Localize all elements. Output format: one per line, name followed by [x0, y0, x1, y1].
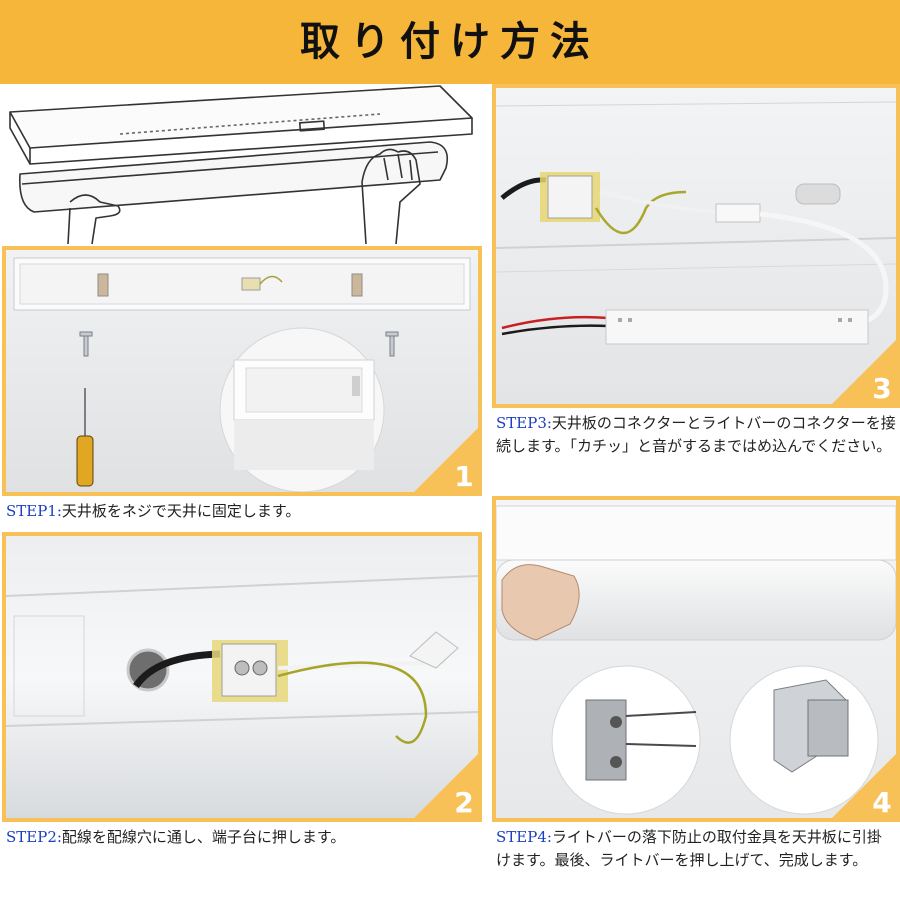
svg-text:1: 1: [454, 460, 473, 492]
step2-label: STEP2:: [6, 828, 62, 846]
step2-photo: 2: [2, 532, 482, 822]
step-number-badge-2: 2: [414, 754, 478, 818]
step4-photo: 4: [492, 496, 900, 822]
step3-text: 天井板のコネクターとライトバーのコネクターを接続します。「カチッ」と音がするまで…: [496, 414, 896, 455]
step4-label: STEP4:: [496, 828, 552, 846]
step4-caption: STEP4:ライトバーの落下防止の取付金具を天井板に引掛けます。最後、ライトバー…: [496, 826, 896, 872]
step1-caption: STEP1:天井板をネジで天井に固定します。: [6, 500, 482, 523]
step-number-badge-3: 3: [832, 340, 896, 404]
header-bar: 取り付け方法: [0, 0, 900, 84]
step1-label: STEP1:: [6, 502, 62, 520]
step3-photo: 3: [492, 84, 900, 408]
svg-text:4: 4: [872, 786, 891, 818]
step1-text: 天井板をネジで天井に固定します。: [61, 502, 301, 520]
step-number-badge-4: 4: [832, 754, 896, 818]
svg-text:3: 3: [872, 372, 891, 404]
step3-label: STEP3:: [496, 414, 552, 432]
step2-caption: STEP2:配線を配線穴に通し、端子台に押します。: [6, 826, 482, 849]
step3-caption: STEP3:天井板のコネクターとライトバーのコネクターを接続します。「カチッ」と…: [496, 412, 896, 458]
step4-text: ライトバーの落下防止の取付金具を天井板に引掛けます。最後、ライトバーを押し上げて…: [496, 828, 882, 869]
installation-sketch: [0, 84, 488, 246]
step2-text: 配線を配線穴に通し、端子台に押します。: [61, 828, 346, 846]
svg-text:2: 2: [454, 786, 473, 818]
step1-photo: 1: [2, 246, 482, 496]
page-title: 取り付け方法: [300, 19, 600, 65]
step-number-badge-1: 1: [414, 428, 478, 492]
